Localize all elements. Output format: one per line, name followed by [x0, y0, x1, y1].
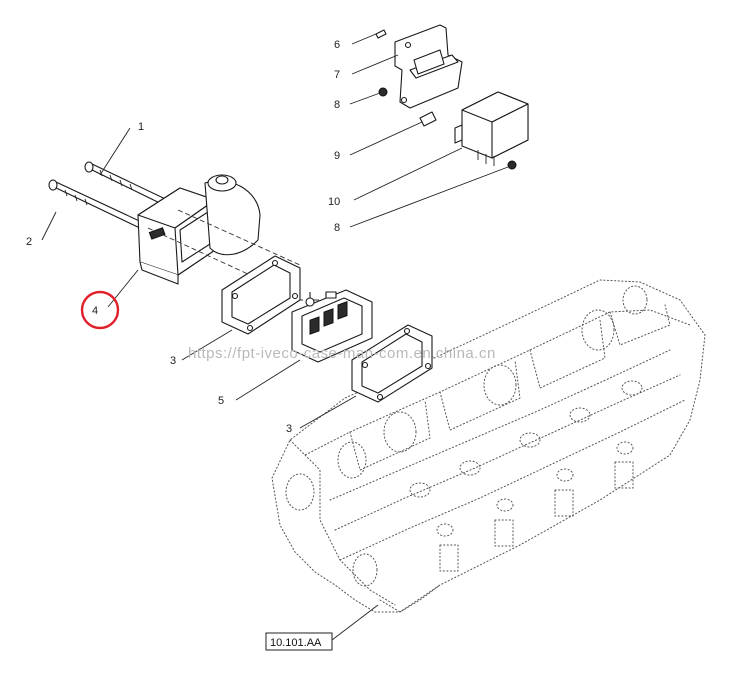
screw-part-6 — [375, 29, 387, 39]
callout-9: 9 — [334, 150, 340, 162]
leader-4 — [107, 269, 139, 308]
heater-grid-part-5 — [291, 289, 373, 363]
gasket-part-3-lower — [351, 324, 433, 403]
watermark: https://fpt-iveco-case-man-com.en.china.… — [188, 345, 496, 362]
callout-5: 5 — [218, 395, 224, 407]
bracket-part-7 — [394, 24, 463, 109]
assembly-line — [147, 227, 251, 276]
gasket-part-3-upper — [221, 255, 301, 335]
leader-3-lower — [299, 395, 357, 429]
leader-8-lower — [349, 166, 509, 228]
leader-2 — [41, 211, 57, 241]
cylinder-head-outline — [271, 279, 706, 613]
leader-10 — [353, 147, 463, 201]
callout-7: 7 — [334, 69, 340, 81]
callout-4: 4 — [92, 305, 98, 317]
leader-9 — [349, 121, 423, 156]
leader-1 — [99, 127, 131, 176]
nut-part-8-lower — [507, 160, 517, 170]
leader-8-upper — [349, 92, 381, 105]
leader-reference — [331, 604, 379, 641]
leader-3-upper — [181, 329, 233, 361]
callout-10: 10 — [328, 196, 340, 208]
callout-3-lower: 3 — [286, 423, 292, 435]
reference-box[interactable]: 10.101.AA — [265, 632, 333, 651]
reference-label: 10.101.AA — [270, 637, 322, 649]
stud-part-9 — [419, 111, 437, 127]
callout-1: 1 — [138, 121, 144, 133]
callout-8-lower: 8 — [334, 222, 340, 234]
leader-5 — [235, 359, 301, 401]
leader-6 — [351, 33, 377, 45]
callout-6: 6 — [334, 39, 340, 51]
nut-part-8-upper — [378, 87, 388, 97]
callout-3-upper: 3 — [170, 355, 176, 367]
heater-housing-part-4 — [137, 174, 261, 285]
callout-2: 2 — [26, 236, 32, 248]
assembly-line — [177, 209, 301, 266]
leader-7 — [351, 54, 399, 75]
callout-8-upper: 8 — [334, 99, 340, 111]
relay-part-10 — [454, 91, 529, 166]
highlight-circle[interactable] — [80, 290, 120, 330]
